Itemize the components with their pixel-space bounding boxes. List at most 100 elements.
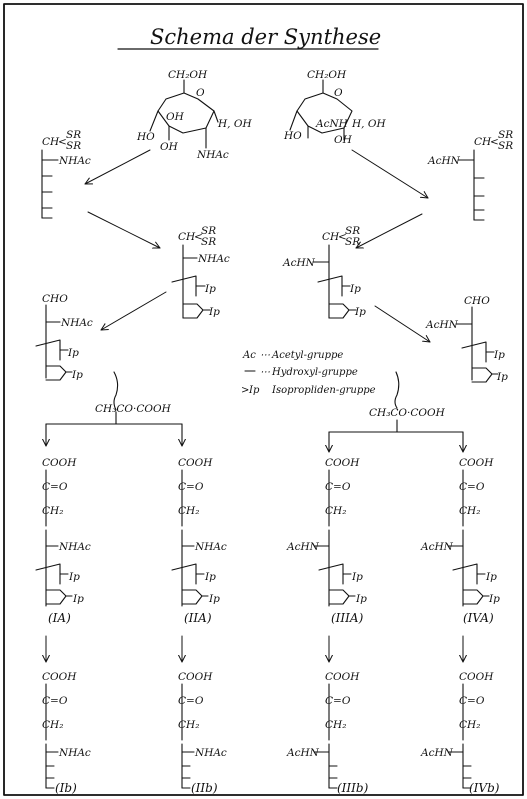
legend-ac-symbol: Ac xyxy=(242,350,256,361)
sugar-right-h-oh: H, OH xyxy=(351,118,386,130)
IIIb-cooh: COOH xyxy=(325,671,360,683)
sugar-left-ch2oh: CH₂OH xyxy=(168,69,208,81)
row1-right-chain xyxy=(457,149,485,221)
IVb-co: C=O xyxy=(459,695,485,707)
row2-right-ip1: Ip xyxy=(349,283,361,295)
row1-left-ch: CH xyxy=(42,136,60,148)
row1-right-bracket: < xyxy=(490,136,499,148)
IVA-label: (IVA) xyxy=(463,611,494,625)
IIIb-label: (IIIb) xyxy=(337,781,369,795)
row2-right-ch: CH xyxy=(322,231,340,243)
legend-ip-bracket: > xyxy=(241,385,249,396)
row2-left-chain xyxy=(171,244,211,319)
sugar-right-ring-o: O xyxy=(334,87,343,99)
row2-left-ch: CH xyxy=(178,231,196,243)
legend-ac-dots: ⋯ xyxy=(260,350,270,361)
row3-left-chain xyxy=(35,304,73,381)
row2-right-chain xyxy=(312,244,357,319)
IIIA-cooh: COOH xyxy=(325,457,360,469)
row2-left-sr1: SR xyxy=(201,225,216,237)
row3-right-ip2: Ip xyxy=(496,371,508,383)
scheme-title: Schema der Synthese xyxy=(150,25,381,49)
sugar-left-ring-o: O xyxy=(196,87,205,99)
IIIA-co: C=O xyxy=(325,481,351,493)
IVA-ip1: Ip xyxy=(485,571,497,583)
IA-cooh: COOH xyxy=(42,457,77,469)
legend-ac-text: Acetyl-gruppe xyxy=(271,350,343,361)
row3-right-ip1: Ip xyxy=(493,349,505,361)
IVA-co: C=O xyxy=(459,481,485,493)
IA-ip2: Ip xyxy=(72,593,84,605)
row2-left-sub: NHAc xyxy=(197,253,230,265)
row1-left-chain xyxy=(41,149,59,219)
row2-left-ip1: Ip xyxy=(204,283,216,295)
row1-right-sr1: SR xyxy=(498,129,513,141)
down-arrows xyxy=(46,635,463,663)
legend-oh-text: Hydroxyl-gruppe xyxy=(271,367,358,378)
row3-left-sub: NHAc xyxy=(60,317,93,329)
IIIb-co: C=O xyxy=(325,695,351,707)
IVb-ch2: CH₂ xyxy=(459,719,480,731)
IVA-ch2: CH₂ xyxy=(459,505,480,517)
IA-ch2: CH₂ xyxy=(42,505,63,517)
row1-left-sr2: SR xyxy=(66,140,81,152)
IIIA-label: (IIIA) xyxy=(331,611,364,625)
compound-IIA: COOH C=O CH₂ NHAc Ip Ip (IIA) xyxy=(171,457,227,625)
row3-left-ip1: Ip xyxy=(67,347,79,359)
row1-right-ch: CH xyxy=(474,136,492,148)
reagent-right: CH₃CO·COOH xyxy=(369,407,446,419)
compound-IIb: COOH C=O CH₂ NHAc (IIb) xyxy=(178,671,227,795)
IA-co: C=O xyxy=(42,481,68,493)
page-frame xyxy=(3,3,524,796)
row1-right-sub: AcHN xyxy=(427,155,461,167)
IA-ip1: Ip xyxy=(68,571,80,583)
IIIA-sub: AcHN xyxy=(286,541,320,553)
sugar-right-ch2oh: CH₂OH xyxy=(307,69,347,81)
row2-right-bracket: < xyxy=(338,231,347,243)
branch-left xyxy=(46,371,182,447)
Ib-sub: NHAc xyxy=(58,747,91,759)
sugar-left-oh: OH xyxy=(166,111,185,123)
sugar-left-oh-lower: OH xyxy=(160,141,179,153)
sugar-left-h-oh: H, OH xyxy=(217,118,252,130)
reagent-left: CH₃CO·COOH xyxy=(95,403,172,415)
sugar-left-ho: HO xyxy=(136,131,155,143)
sugar-left-nhac: NHAc xyxy=(196,149,229,161)
compound-IVA: COOH C=O CH₂ AcHN Ip Ip (IVA) xyxy=(420,457,500,625)
row3-right-chain xyxy=(455,306,499,383)
IA-label: (IA) xyxy=(48,611,71,625)
Ib-ch2: CH₂ xyxy=(42,719,63,731)
row3-right-sub: AcHN xyxy=(425,319,459,331)
Ib-label: (Ib) xyxy=(55,781,77,795)
IIA-cooh: COOH xyxy=(178,457,213,469)
row2-right-ip2: Ip xyxy=(354,306,366,318)
row1-left-sr1: SR xyxy=(66,129,81,141)
row3-left-ip2: Ip xyxy=(71,369,83,381)
IIA-ip2: Ip xyxy=(208,593,220,605)
IIIA-ch2: CH₂ xyxy=(325,505,346,517)
sugar-right-oh: OH xyxy=(334,134,353,146)
row1-right-sr2: SR xyxy=(498,140,513,152)
IVA-ip2: Ip xyxy=(488,593,500,605)
IIIb-ch2: CH₂ xyxy=(325,719,346,731)
IVb-cooh: COOH xyxy=(459,671,494,683)
IIIb-sub: AcHN xyxy=(286,747,320,759)
row2-right-sr1: SR xyxy=(345,225,360,237)
IIA-ip1: Ip xyxy=(204,571,216,583)
Ib-cooh: COOH xyxy=(42,671,77,683)
IIA-co: C=O xyxy=(178,481,204,493)
row2-left-bracket: < xyxy=(194,231,203,243)
IIA-ch2: CH₂ xyxy=(178,505,199,517)
row1-left-bracket: < xyxy=(58,136,67,148)
branch-right xyxy=(329,371,463,453)
sugar-right xyxy=(289,79,353,141)
row2-right-sub: AcHN xyxy=(282,257,316,269)
IIb-sub: NHAc xyxy=(194,747,227,759)
legend-ip-symbol: Ip xyxy=(248,385,260,396)
reaction-arrows xyxy=(84,149,431,343)
compound-Ib: COOH C=O CH₂ NHAc (Ib) xyxy=(42,671,91,795)
IIb-ch2: CH₂ xyxy=(178,719,199,731)
compound-IA: COOH C=O CH₂ NHAc Ip Ip (IA) xyxy=(35,457,91,625)
IIA-sub: NHAc xyxy=(194,541,227,553)
